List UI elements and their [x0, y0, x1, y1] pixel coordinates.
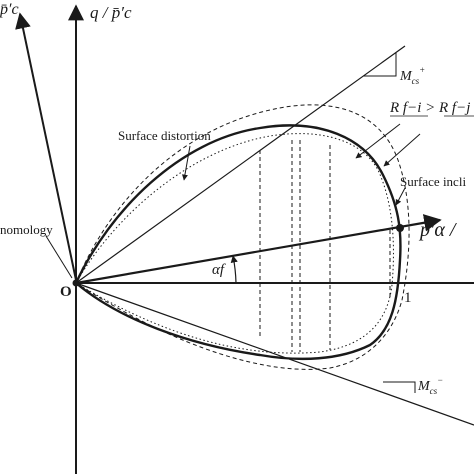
mcs-plus-label: Mcs+ [399, 65, 425, 86]
rf-relation-label: R f−i > R f−j [389, 100, 470, 116]
inner-dotted-surface [75, 133, 394, 354]
mcs-minus-triangle [383, 381, 416, 393]
p-alpha-label: p′α / [418, 219, 458, 241]
q-axis-label: q / p̄′c [90, 3, 132, 22]
left-axis-label: p̄′c [0, 1, 19, 18]
mcs-plus-line [75, 45, 406, 284]
rf-pointer-2 [383, 133, 421, 167]
main-yield-surface [74, 124, 402, 361]
unit-one-label: 1 [404, 290, 412, 306]
origin-label: O [60, 284, 72, 300]
rf-pointer-1 [355, 123, 401, 159]
distortion-pointer [181, 145, 191, 181]
surface-distortion-label: Surface distortion [118, 128, 211, 143]
homology-label: nomology [0, 222, 53, 237]
surface-inclination-label: Surface incli [400, 174, 466, 189]
alpha-f-label: αf [212, 262, 226, 278]
outer-dashed-surface [75, 104, 410, 370]
homology-pointer [45, 235, 73, 279]
inclination-pointer [395, 187, 406, 206]
mcs-minus-label: Mcs− [417, 375, 443, 396]
inclined-axis [15, 12, 77, 281]
mcs-plus-triangle [363, 52, 397, 77]
tip-point [396, 224, 404, 232]
origin-point [72, 279, 80, 287]
alpha-arc [230, 255, 238, 284]
mcs-minus-line [75, 282, 474, 426]
p-alpha-axis [75, 214, 442, 285]
